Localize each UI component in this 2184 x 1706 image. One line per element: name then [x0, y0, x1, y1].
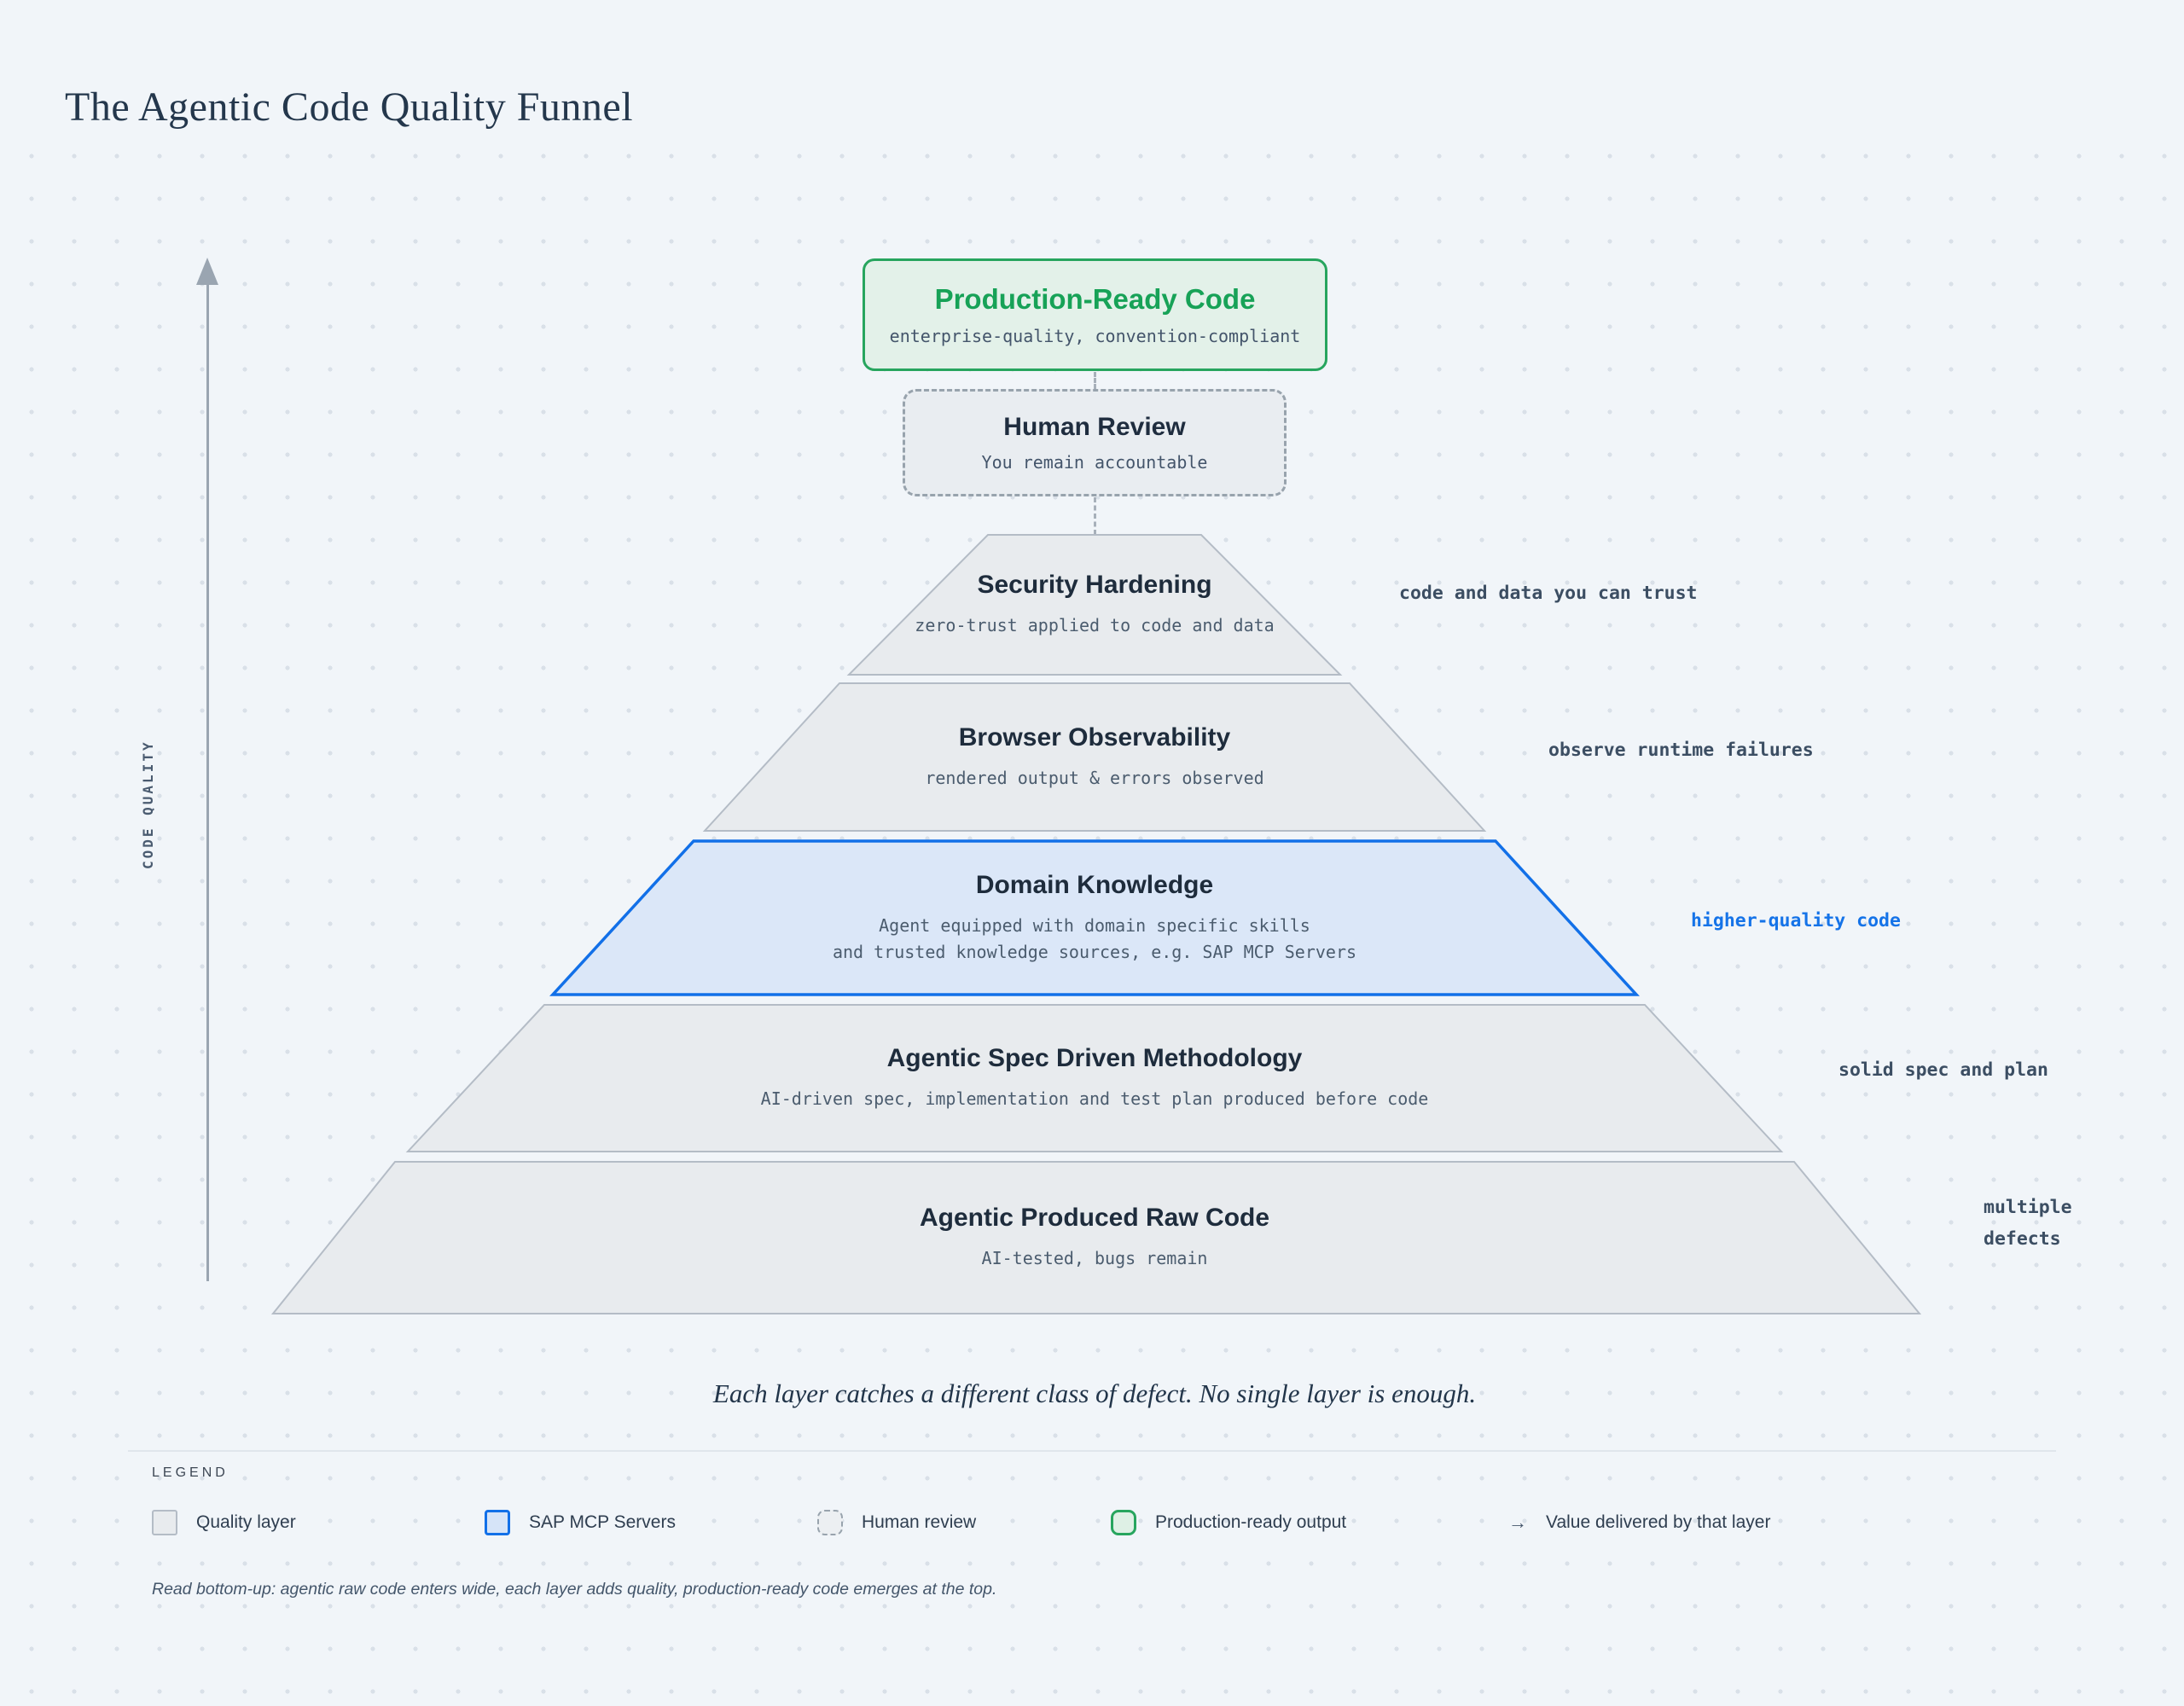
quality-layer-swatch-icon — [152, 1510, 177, 1535]
value-label-security: code and data you can trust — [1399, 583, 1698, 604]
production-ready-title: Production-Ready Code — [934, 283, 1256, 315]
human-review-subtitle: You remain accountable — [981, 452, 1208, 473]
axis-label: CODE QUALITY — [140, 740, 156, 869]
legend-item-label: Value delivered by that layer — [1546, 1512, 1771, 1532]
legend-item-label: Human review — [862, 1512, 977, 1532]
human-review-title: Human Review — [1003, 413, 1186, 441]
page-title: The Agentic Code Quality Funnel — [65, 84, 634, 130]
value-label-raw: multiple defects — [1984, 1197, 2072, 1250]
axis-line — [206, 281, 209, 1281]
layer-raw-code: Agentic Produced Raw Code AI-tested, bug… — [920, 1162, 1269, 1314]
production-ready-box: Production-Ready Code enterprise-quality… — [863, 258, 1327, 371]
connector-line-bottom — [1094, 497, 1096, 535]
value-label-domain: higher-quality code — [1691, 910, 1901, 931]
arrow-right-icon: → — [1508, 1512, 1527, 1533]
legend-divider — [128, 1450, 2056, 1452]
layer-subtitle: zero-trust applied to code and data — [915, 615, 1275, 635]
layer-shape-browser-observability — [702, 682, 1487, 832]
funnel-pyramid — [271, 534, 1921, 1314]
layer-shape-raw-code — [271, 1161, 1921, 1314]
layer-subtitle: rendered output & errors observed — [925, 767, 1264, 788]
layer-subtitle: AI-tested, bugs remain — [981, 1248, 1208, 1268]
human-review-swatch-icon — [817, 1510, 843, 1535]
layer-title: Browser Observability — [958, 722, 1231, 751]
production-output-swatch-icon — [1111, 1510, 1136, 1535]
layer-title: Agentic Produced Raw Code — [919, 1204, 1270, 1232]
legend-item-human-review: Human review — [817, 1508, 976, 1537]
layer-shape-domain-knowledge — [549, 839, 1640, 996]
value-label-spec: solid spec and plan — [1838, 1059, 2048, 1081]
value-label-observability: observe runtime failures — [1548, 740, 1814, 761]
layer-title: Domain Knowledge — [975, 870, 1214, 899]
layer-shape-agentic-spec — [405, 1004, 1784, 1152]
layer-shape-security-hardening — [846, 534, 1343, 676]
diagram-caption: Each layer catches a different class of … — [712, 1378, 1477, 1408]
legend-item-sap-mcp: SAP MCP Servers — [485, 1508, 676, 1537]
layer-title: Agentic Spec Driven Methodology — [886, 1044, 1303, 1072]
layer-subtitle: Agent equipped with domain specific skil… — [832, 914, 1357, 962]
read-direction-footnote: Read bottom-up: agentic raw code enters … — [152, 1580, 997, 1599]
legend-item-label: Production-ready output — [1155, 1512, 1347, 1532]
connector-line-top — [1094, 372, 1096, 389]
layer-browser-observability: Browser Observability rendered output & … — [925, 683, 1263, 831]
human-review-box: Human Review You remain accountable — [903, 389, 1287, 496]
layer-title: Security Hardening — [977, 571, 1212, 599]
legend-item-label: Quality layer — [196, 1512, 296, 1532]
layer-agentic-spec: Agentic Spec Driven Methodology AI-drive… — [761, 1005, 1429, 1152]
legend-item-production-output: Production-ready output — [1111, 1508, 1346, 1537]
legend-item-label: SAP MCP Servers — [529, 1512, 676, 1532]
legend-heading: LEGEND — [152, 1465, 229, 1480]
legend-item-value-arrow: → Value delivered by that layer — [1508, 1508, 1770, 1537]
layer-security-hardening: Security Hardening zero-trust applied to… — [915, 535, 1274, 675]
legend-item-quality-layer: Quality layer — [152, 1508, 296, 1537]
layer-subtitle: AI-driven spec, implementation and test … — [760, 1088, 1429, 1109]
axis-arrow-icon — [196, 258, 218, 285]
production-ready-subtitle: enterprise-quality, convention-compliant — [889, 326, 1301, 346]
sap-mcp-swatch-icon — [485, 1510, 510, 1535]
layer-domain-knowledge: Domain Knowledge Agent equipped with dom… — [833, 841, 1356, 995]
